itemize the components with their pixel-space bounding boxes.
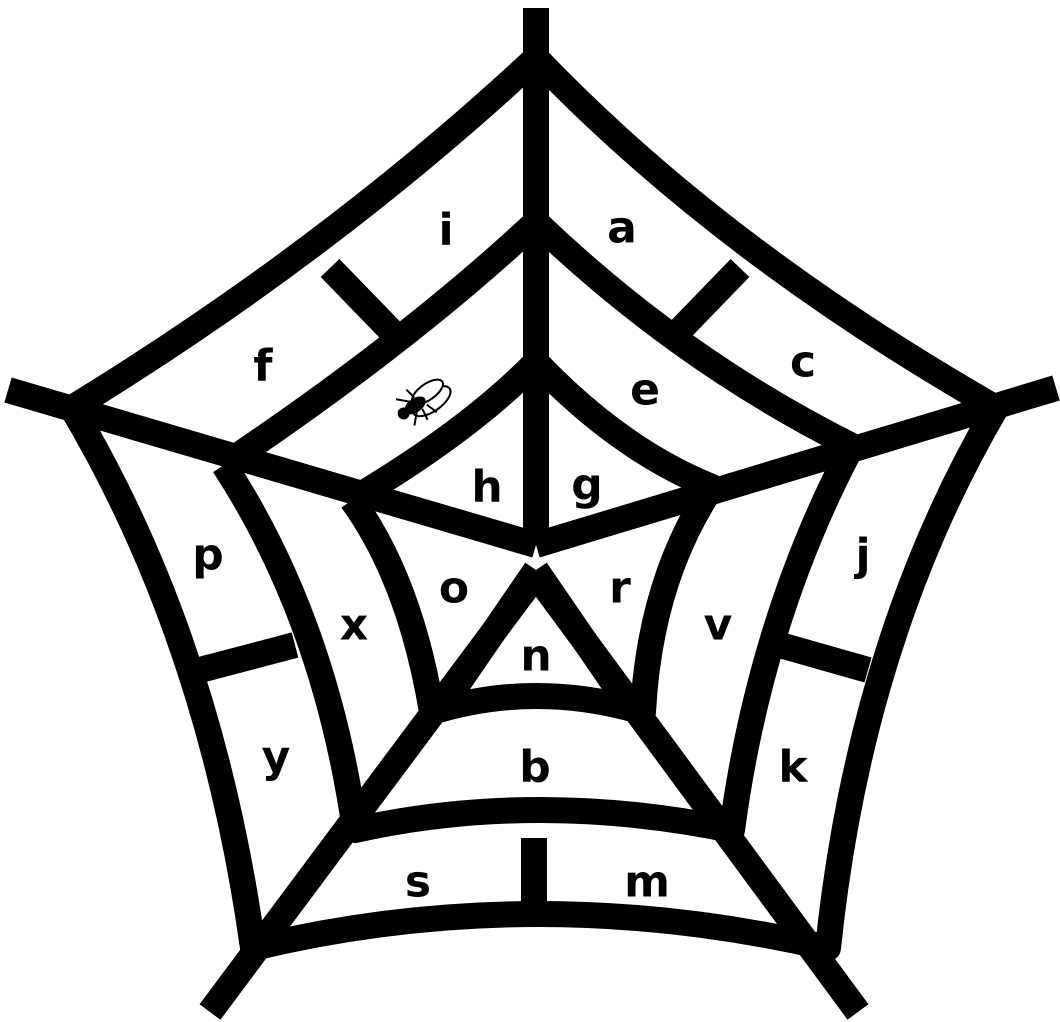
cell-f[interactable]: f xyxy=(253,341,273,392)
cell-g[interactable]: g xyxy=(571,460,603,511)
web-threads xyxy=(8,8,1056,1012)
cell-h[interactable]: h xyxy=(471,462,502,513)
cross-thread-p-y xyxy=(200,645,295,670)
cell-o[interactable]: o xyxy=(439,563,469,614)
cross-thread-j-k xyxy=(780,645,868,670)
cell-n[interactable]: n xyxy=(520,631,551,682)
cell-m[interactable]: m xyxy=(624,857,670,908)
cell-y[interactable]: y xyxy=(262,732,291,783)
cell-b[interactable]: b xyxy=(519,742,551,793)
cell-s[interactable]: s xyxy=(405,857,431,908)
cell-v[interactable]: v xyxy=(704,600,733,651)
cross-thread-a-c xyxy=(680,268,740,330)
cell-i[interactable]: i xyxy=(438,205,453,256)
cell-c[interactable]: c xyxy=(790,337,816,388)
cell-p[interactable]: p xyxy=(192,530,224,581)
cell-a[interactable]: a xyxy=(607,203,637,254)
cell-r[interactable]: r xyxy=(609,563,631,614)
cell-j[interactable]: j xyxy=(853,530,870,581)
cell-x[interactable]: x xyxy=(340,600,368,651)
cross-thread-i-f xyxy=(330,268,395,335)
cell-e[interactable]: e xyxy=(630,365,660,416)
cell-k[interactable]: k xyxy=(778,742,809,793)
